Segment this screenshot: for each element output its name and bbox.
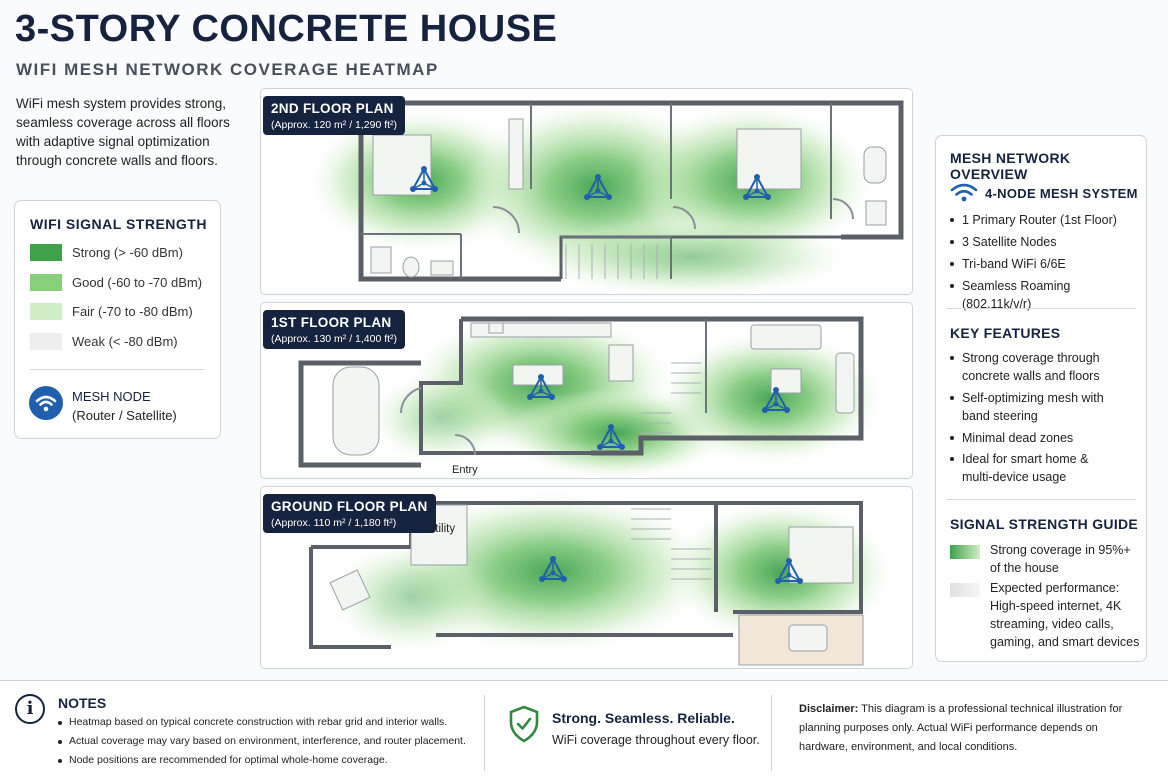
entry-label: Entry [452,464,478,476]
guide-strong-text: Strong coverage in 95%+ of the house [990,543,1131,575]
disclaimer-text: This diagram is a professional technical… [799,703,1123,753]
floor-2nd: 2ND FLOOR PLAN (Approx. 120 m² / 1,290 f… [260,88,913,295]
legend-divider [30,369,205,370]
legend-item-fair: Fair (-70 to -80 dBm) [30,301,193,321]
legend-item-weak: Weak (< -80 dBm) [30,331,178,351]
mesh-overview-panel: MESH NETWORK OVERVIEW 4-NODE MESH SYSTEM… [935,135,1147,662]
floor-title: 2ND FLOOR PLAN [271,101,394,116]
overview-item: 1 Primary Router (1st Floor) [950,211,1140,229]
feature-item: Ideal for smart home & multi-device usag… [950,450,1120,486]
mesh-node-subtitle: (Router / Satellite) [72,408,177,423]
swatch-weak [30,332,62,350]
disclaimer: Disclaimer: This diagram is a profession… [799,700,1129,757]
overview-divider [946,499,1136,500]
floor-area: (Approx. 110 m² / 1,180 ft²) [271,517,397,529]
overview-divider [946,308,1136,309]
floor-label: 1ST FLOOR PLAN (Approx. 130 m² / 1,400 f… [263,310,406,349]
footer: i NOTES Heatmap based on typical concret… [0,680,1168,784]
footer-divider [484,695,485,771]
floor-label: GROUND FLOOR PLAN (Approx. 110 m² / 1,18… [263,494,436,533]
floor-ground: GROUND FLOOR PLAN (Approx. 110 m² / 1,18… [260,486,913,669]
overview-item: Seamless Roaming (802.11k/v/r) [950,277,1140,313]
swatch-strong-guide [950,545,980,559]
floor-2nd-plan [311,100,904,294]
note-item: Node positions are recommended for optim… [58,754,388,766]
page-title: 3-STORY CONCRETE HOUSE [15,8,558,50]
wifi-icon [950,182,978,209]
legend-label: Weak (< -80 dBm) [72,333,178,349]
floor-area: (Approx. 130 m² / 1,400 ft²) [271,333,398,345]
guide-title: SIGNAL STRENGTH GUIDE [950,516,1139,532]
overview-title: MESH NETWORK OVERVIEW [950,150,1071,182]
utility-label: Utility [427,523,456,535]
mesh-node-label: MESH NODE (Router / Satellite) [72,387,177,425]
mesh-node-title: MESH NODE [72,389,151,404]
info-icon: i [15,694,45,724]
note-item: Heatmap based on typical concrete constr… [58,716,447,728]
wifi-icon [29,386,63,420]
tagline-sub: WiFi coverage throughout every floor. [552,733,760,747]
legend-label: Fair (-70 to -80 dBm) [72,303,193,319]
floor-label: 2ND FLOOR PLAN (Approx. 120 m² / 1,290 f… [263,96,406,135]
notes-title: NOTES [58,695,107,711]
floor-ground-plan [309,492,891,666]
swatch-expected-guide [950,583,980,597]
footer-divider [771,695,772,771]
guide-expected-text: Expected performance: High-speed interne… [990,581,1140,649]
overview-item: Tri-band WiFi 6/6E [950,255,1140,273]
floor-1st-plan [298,313,881,478]
floor-1st: 1ST FLOOR PLAN (Approx. 130 m² / 1,400 f… [260,302,913,479]
shield-check-icon [508,705,540,748]
features-title: KEY FEATURES [950,325,1061,341]
feature-item: Minimal dead zones [950,429,1140,447]
legend-label: Strong (> -60 dBm) [72,244,183,260]
feature-item: Strong coverage through concrete walls a… [950,349,1125,385]
floor-title: 1ST FLOOR PLAN [271,315,392,330]
floor-title: GROUND FLOOR PLAN [271,499,428,514]
feature-item: Self-optimizing mesh with band steering [950,389,1125,425]
legend-label: Good (-60 to -70 dBm) [72,274,203,290]
swatch-strong [30,243,62,261]
note-item: Actual coverage may vary based on enviro… [58,735,466,747]
legend-title: WIFI SIGNAL STRENGTH [30,216,207,232]
floor-area: (Approx. 120 m² / 1,290 ft²) [271,119,398,131]
signal-legend: WIFI SIGNAL STRENGTH Strong (> -60 dBm) … [14,200,221,439]
intro-text: WiFi mesh system provides strong, seamle… [16,96,230,168]
legend-item-strong: Strong (> -60 dBm) [30,242,183,262]
overview-item: 3 Satellite Nodes [950,233,1140,251]
tagline: Strong. Seamless. Reliable. [552,710,735,726]
page-subtitle: WIFI MESH NETWORK COVERAGE HEATMAP [16,60,439,79]
legend-item-good: Good (-60 to -70 dBm) [30,272,202,292]
system-title: 4-NODE MESH SYSTEM [985,186,1138,201]
swatch-fair [30,302,62,320]
swatch-good [30,273,62,291]
disclaimer-label: Disclaimer: [799,703,859,715]
